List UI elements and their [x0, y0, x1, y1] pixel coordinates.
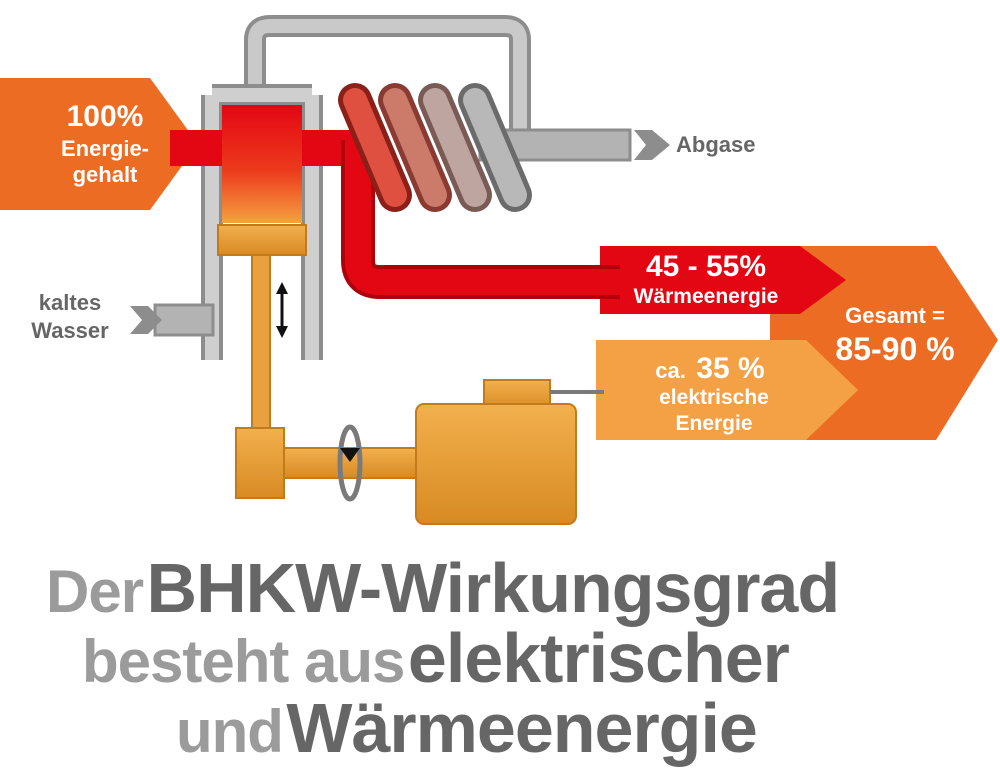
heat-percent: 45 - 55% [646, 250, 766, 283]
elec-value: 35 % [696, 352, 764, 385]
headline-line1-dark: BHKW-Wirkungsgrad [146, 549, 841, 627]
headline-line1-light: Der [46, 558, 144, 625]
cold-water-label-line2: Wasser [31, 318, 109, 343]
elec-percent: ca. 35 % [655, 352, 764, 385]
input-energy-arrow [0, 78, 198, 210]
input-label-line1: Energie- [61, 136, 149, 161]
headline-line2-light: besteht aus [82, 628, 405, 695]
heat-energy-arrow [600, 246, 846, 314]
crank [235, 427, 285, 499]
headline-line3: und Wärmeenergie [0, 688, 1000, 768]
piston [217, 224, 307, 256]
heat-label: Wärmeenergie [634, 285, 779, 308]
elec-label-line2: Energie [675, 412, 752, 435]
elec-prefix: ca. [655, 358, 686, 383]
total-label: Gesamt = [845, 303, 945, 328]
elec-label-line1: elektrische [659, 386, 769, 409]
connecting-rod [251, 254, 271, 436]
up-down-arrow-icon [276, 282, 288, 338]
electric-energy-arrow [596, 340, 858, 440]
combustion-chamber [222, 105, 302, 223]
total-value: 85-90 % [835, 331, 954, 367]
input-percent: 100% [67, 100, 144, 133]
cold-water-pipe [153, 303, 215, 337]
headline-line3-light: und [176, 698, 284, 765]
exhaust-label: Abgase [676, 132, 755, 157]
rotation-arrow-icon [337, 424, 363, 502]
headline-line1: Der BHKW-Wirkungsgrad [0, 548, 1000, 628]
input-label-line2: gehalt [73, 162, 138, 187]
headline-line2-dark: elektrischer [407, 619, 790, 697]
cold-water-arrow-icon [130, 306, 162, 334]
headline-line2: besteht aus elektrischer [0, 618, 1000, 698]
heat-exchanger-coil [338, 83, 532, 212]
headline-line3-dark: Wärmeenergie [286, 689, 757, 767]
exhaust-arrow-icon [634, 130, 670, 160]
generator [415, 403, 577, 525]
cold-water-label-line1: kaltes [39, 290, 101, 315]
